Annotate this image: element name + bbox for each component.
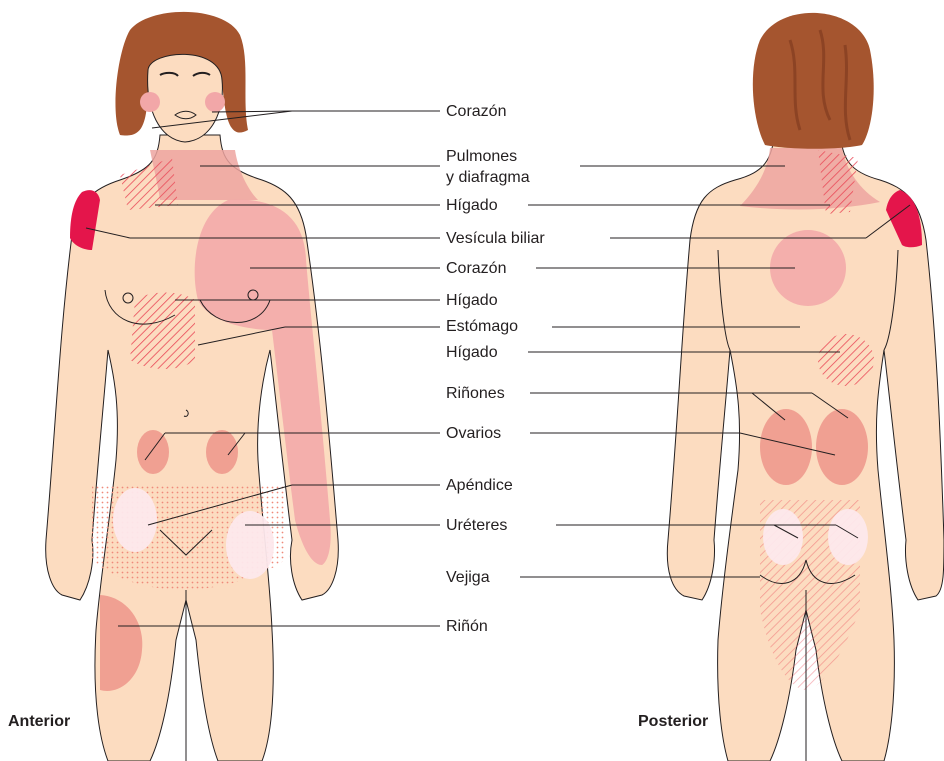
label-estomago: Estómago [446,317,518,336]
label-corazon-chest: Corazón [446,259,506,278]
label-vejiga: Vejiga [446,568,490,587]
anterior-appendix-zone [113,488,157,552]
anterior-cheek-left [205,92,225,112]
label-ureteres: Uréteres [446,516,507,535]
posterior-kidney-left [760,409,812,485]
anterior-figure [46,12,339,761]
label-vesicula-biliar: Vesícula biliar [446,229,545,248]
label-higado-back: Hígado [446,343,498,362]
posterior-hair [753,13,874,149]
label-ovarios: Ovarios [446,424,501,443]
label-pulmones-line2: y diafragma [446,168,530,187]
label-pulmones-line1: Pulmones [446,147,517,166]
label-rinones: Riñones [446,384,505,403]
posterior-kidney-right [816,409,868,485]
label-higado-shoulder: Hígado [446,196,498,215]
label-rinon: Riñón [446,617,488,636]
label-apendice: Apéndice [446,476,513,495]
anterior-ovary-right [206,430,238,474]
view-label-posterior: Posterior [638,713,708,731]
anterior-liver-hatch-chest [130,293,195,370]
anterior-ureter-zone [226,511,274,579]
anterior-cheek-right [140,92,160,112]
posterior-figure [667,13,944,761]
label-higado-chest: Hígado [446,291,498,310]
anterior-liver-hatch-shoulder [120,158,178,210]
view-label-anterior: Anterior [8,713,70,731]
posterior-liver-hatch [818,334,874,386]
label-corazon-face: Corazón [446,102,506,121]
anterior-ovary-left [137,430,169,474]
posterior-ureter-right [828,509,868,565]
